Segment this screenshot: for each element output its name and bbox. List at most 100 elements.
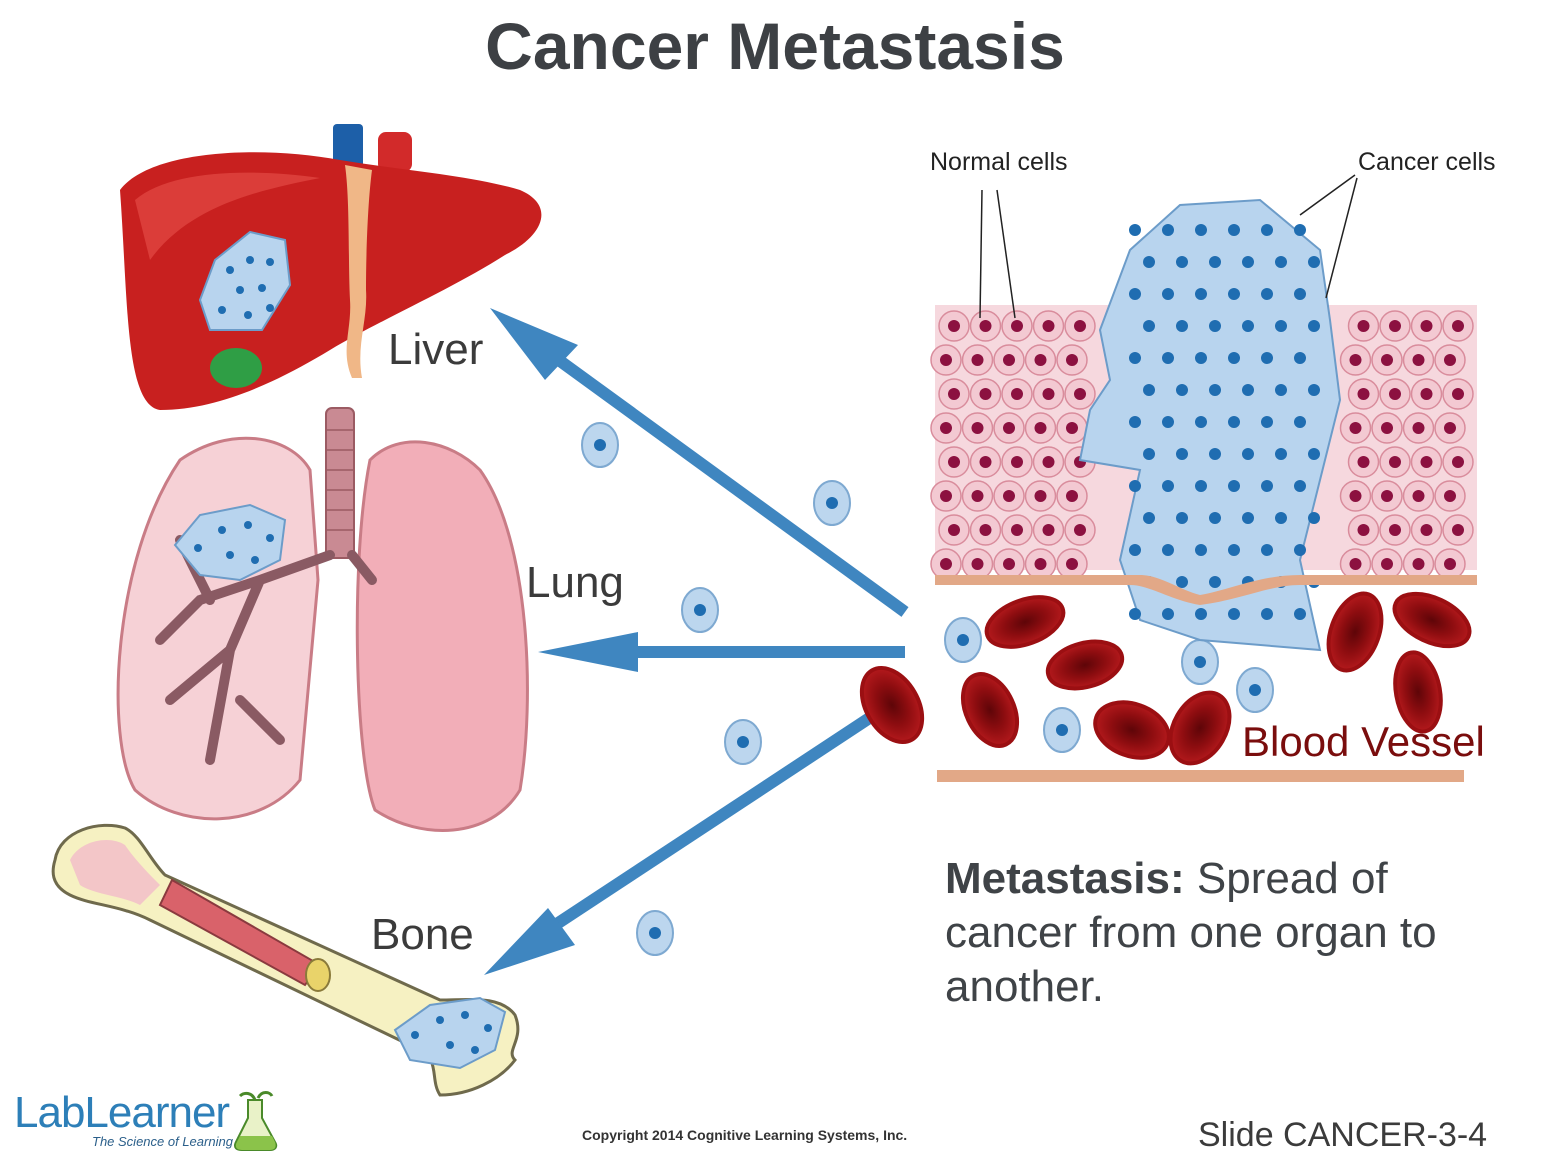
normal-cell-nucleus [1381, 354, 1393, 366]
cancer-cell-nucleus [1209, 256, 1221, 268]
logo-tagline: The Science of Learning [92, 1134, 233, 1149]
cancer-cell-nucleus [1228, 288, 1240, 300]
normal-cell-nucleus [1011, 456, 1023, 468]
cancer-cell-nucleus [1294, 544, 1306, 556]
bone-tumor [393, 996, 507, 1070]
normal-cells-label: Normal cells [930, 148, 1068, 176]
normal-cells [930, 310, 1474, 580]
normal-cell-nucleus [1011, 320, 1023, 332]
definition-text: Spread of cancer from one organ to anoth… [945, 854, 1437, 1011]
normal-cell-nucleus [1444, 558, 1456, 570]
cancer-cell-nucleus [1162, 224, 1174, 236]
normal-cell-nucleus [1381, 558, 1393, 570]
cancer-cells-label: Cancer cells [1358, 148, 1496, 176]
cancer-cell-nucleus [1129, 416, 1141, 428]
bone-illustration [51, 823, 520, 1097]
normal-cell-nucleus [940, 490, 952, 502]
normal-cell-nucleus [1066, 558, 1078, 570]
normal-cell-nucleus [979, 320, 992, 332]
red-blood-cells [859, 591, 1472, 766]
normal-cell-nucleus [1042, 320, 1055, 332]
normal-cell-nucleus [1444, 490, 1456, 502]
page-title: Cancer Metastasis [485, 9, 1065, 83]
cancer-cell-nucleus [1176, 256, 1188, 268]
normal-cell-nucleus [1420, 388, 1433, 400]
normal-cell-nucleus [971, 558, 984, 570]
normal-cell-nucleus [1452, 456, 1464, 468]
cancer-cell-nucleus [1308, 256, 1320, 268]
cancer-cell-nucleus [1209, 448, 1221, 460]
normal-cell-nucleus [1412, 354, 1425, 366]
cancer-cell-nucleus [1242, 512, 1254, 524]
normal-cell-nucleus [1074, 388, 1086, 400]
cancer-cell-nucleus [1143, 320, 1155, 332]
normal-cell-nucleus [1444, 354, 1456, 366]
cancer-cell-nucleus [1308, 320, 1320, 332]
normal-cell-nucleus [971, 422, 984, 434]
normal-cell-nucleus [1412, 422, 1425, 434]
definition-term: Metastasis: [945, 854, 1185, 903]
normal-cell-nucleus [1420, 524, 1433, 536]
normal-cell-nucleus [1066, 422, 1078, 434]
cancer-cell-nucleus [1162, 352, 1174, 364]
cancer-cell-nucleus [1162, 608, 1174, 620]
normal-cell-nucleus [1381, 490, 1393, 502]
cancer-cell-nucleus [1129, 480, 1141, 492]
label-leader-lines [979, 174, 1358, 319]
cancer-cell-nucleus [1242, 384, 1254, 396]
cancer-cell-nucleus [1195, 288, 1207, 300]
normal-cell-nucleus [1034, 490, 1047, 502]
cancer-cell-nucleus [1308, 448, 1320, 460]
normal-cell-nucleus [1420, 320, 1433, 332]
cancer-cell-nucleus [1195, 352, 1207, 364]
normal-cell-nucleus [1042, 388, 1055, 400]
metastasis-definition: Metastasis: Spread of cancer from one or… [945, 852, 1485, 1014]
normal-cell-nucleus [1452, 524, 1464, 536]
normal-cell-nucleus [1357, 524, 1370, 536]
cancer-cell-nucleus [1294, 608, 1306, 620]
cancer-cell-nucleus [1228, 608, 1240, 620]
cancer-cell-nucleus [1209, 384, 1221, 396]
normal-cell-nucleus [979, 524, 992, 536]
liver-label: Liver [388, 325, 484, 374]
cancer-cell-nucleus [1176, 448, 1188, 460]
arrow-to-bone [484, 684, 916, 975]
cancer-cell-nucleus [1261, 352, 1273, 364]
normal-cell-nucleus [940, 558, 952, 570]
cancer-cell-nucleus [1275, 384, 1287, 396]
normal-cell-nucleus [1349, 558, 1362, 570]
normal-cell-nucleus [1389, 320, 1401, 332]
vessel-wall [937, 770, 1464, 782]
normal-cell-nucleus [948, 524, 960, 536]
cancer-cell-nucleus [1195, 224, 1207, 236]
normal-cell-nucleus [1412, 558, 1425, 570]
normal-cell-nucleus [979, 388, 992, 400]
cancer-cell-nucleus [1143, 256, 1155, 268]
normal-cell-nucleus [979, 456, 992, 468]
cancer-cell-nucleus [1162, 480, 1174, 492]
cancer-cell-nucleus [1209, 512, 1221, 524]
cancer-cell-nucleus [1129, 288, 1141, 300]
cancer-cell-nucleus [1275, 512, 1287, 524]
liver-tumor [198, 230, 292, 331]
cancer-cell-nucleus [1162, 544, 1174, 556]
lung-tumor [173, 503, 287, 582]
normal-cell-nucleus [971, 354, 984, 366]
normal-cell-nucleus [1357, 320, 1370, 332]
cancer-cell-nucleus [1228, 544, 1240, 556]
normal-cell-nucleus [1357, 388, 1370, 400]
cancer-cell-nucleus [1195, 416, 1207, 428]
normal-cell-nucleus [940, 354, 952, 366]
tissue-cross-section [930, 198, 1477, 782]
normal-cell-nucleus [1042, 456, 1055, 468]
cancer-cell-nucleus [1294, 480, 1306, 492]
cancer-cell-nucleus [1242, 256, 1254, 268]
cancer-cell-nucleus [1176, 512, 1188, 524]
normal-cell-nucleus [948, 388, 960, 400]
cancer-cell-nucleus [1294, 288, 1306, 300]
normal-cell-nucleus [1003, 422, 1015, 434]
lung-illustration [116, 407, 529, 832]
normal-cell-nucleus [1389, 456, 1401, 468]
cancer-cell-nucleus [1176, 576, 1188, 588]
